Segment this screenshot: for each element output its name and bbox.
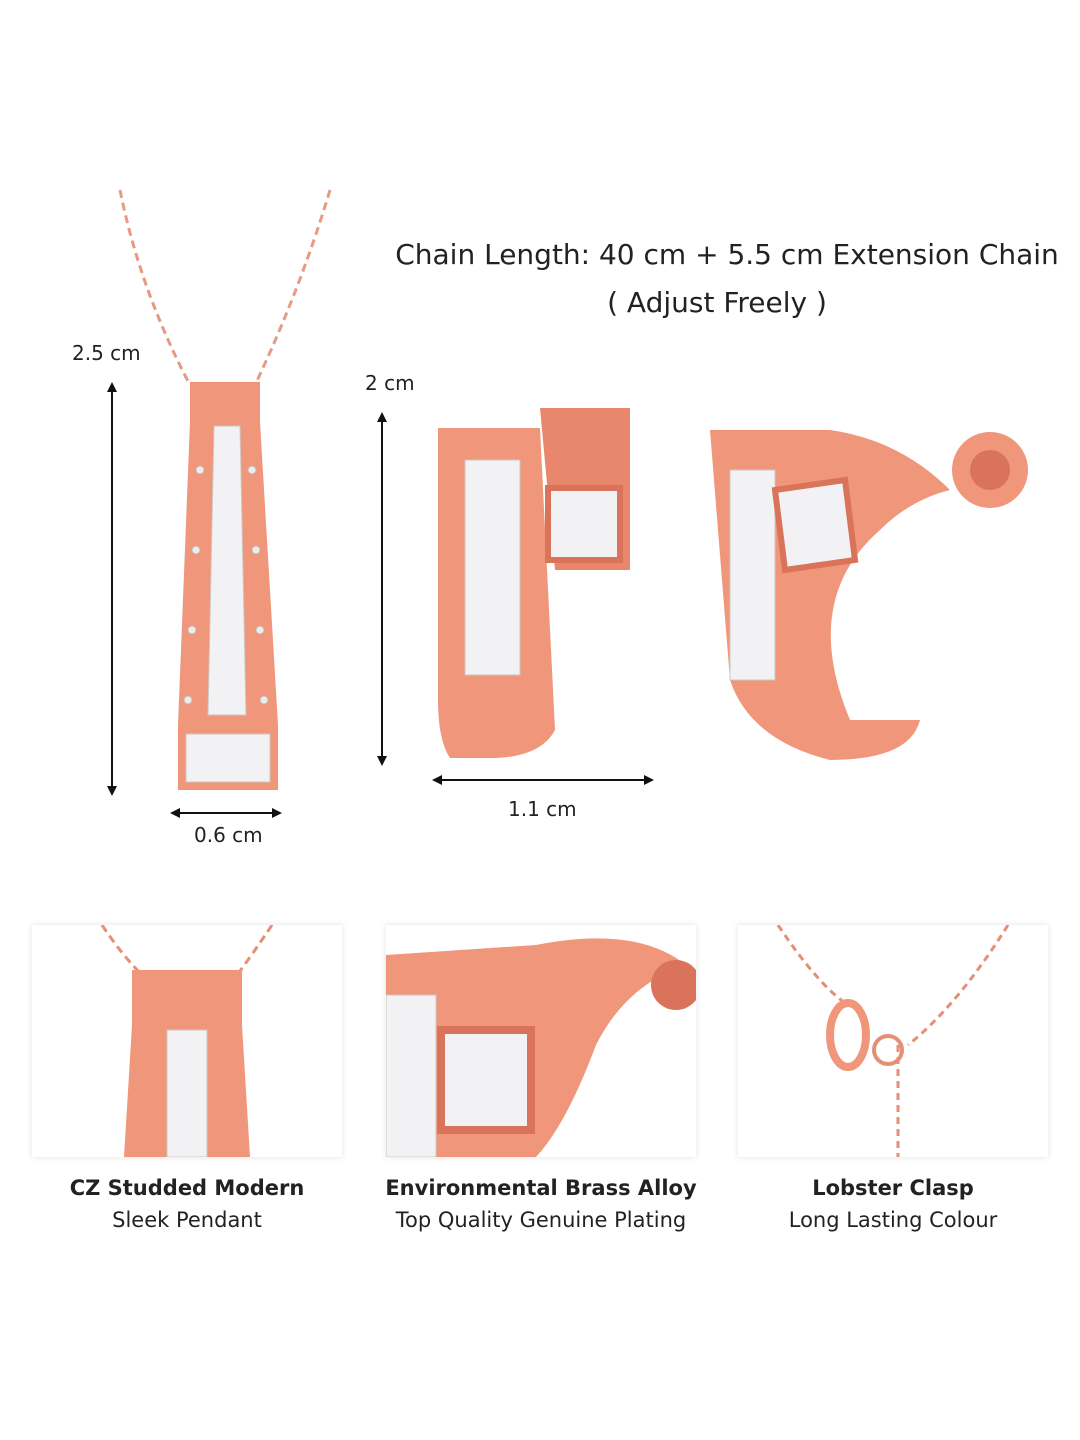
feature-subtitle: Top Quality Genuine Plating [395,1208,687,1232]
pendant-image [118,189,332,790]
pendant-closeup-image [100,925,274,1157]
feature-subtitle: Long Lasting Colour [788,1208,998,1232]
earrings-image [438,408,1028,760]
feature-subtitle: Sleek Pendant [112,1208,262,1232]
pendant-height-arrow [107,382,117,796]
feature-panel-pendant [32,925,342,1157]
feature-caption-brass: Environmental Brass Alloy Top Quality Ge… [371,1176,711,1232]
earring-closeup-image [386,938,696,1157]
pendant-height-label: 2.5 cm [72,341,141,365]
earring-width-arrow [432,775,654,785]
chain-length-text: Chain Length: 40 cm + 5.5 cm Extension C… [395,238,1059,271]
feature-panel-brass [386,925,696,1157]
feature-title: CZ Studded Modern [69,1176,305,1200]
clasp-closeup-image [776,925,1010,1157]
feature-caption-pendant: CZ Studded Modern Sleek Pendant [17,1176,357,1232]
feature-caption-clasp: Lobster Clasp Long Lasting Colour [723,1176,1063,1232]
pendant-width-arrow [170,808,282,818]
pendant-width-label: 0.6 cm [194,823,263,847]
earring-height-label: 2 cm [365,371,415,395]
feature-panel-clasp [738,925,1048,1157]
feature-title: Environmental Brass Alloy [385,1176,697,1200]
earring-width-label: 1.1 cm [508,797,577,821]
earring-height-arrow [377,412,387,766]
feature-title: Lobster Clasp [812,1176,974,1200]
adjust-text: ( Adjust Freely ) [607,286,827,319]
